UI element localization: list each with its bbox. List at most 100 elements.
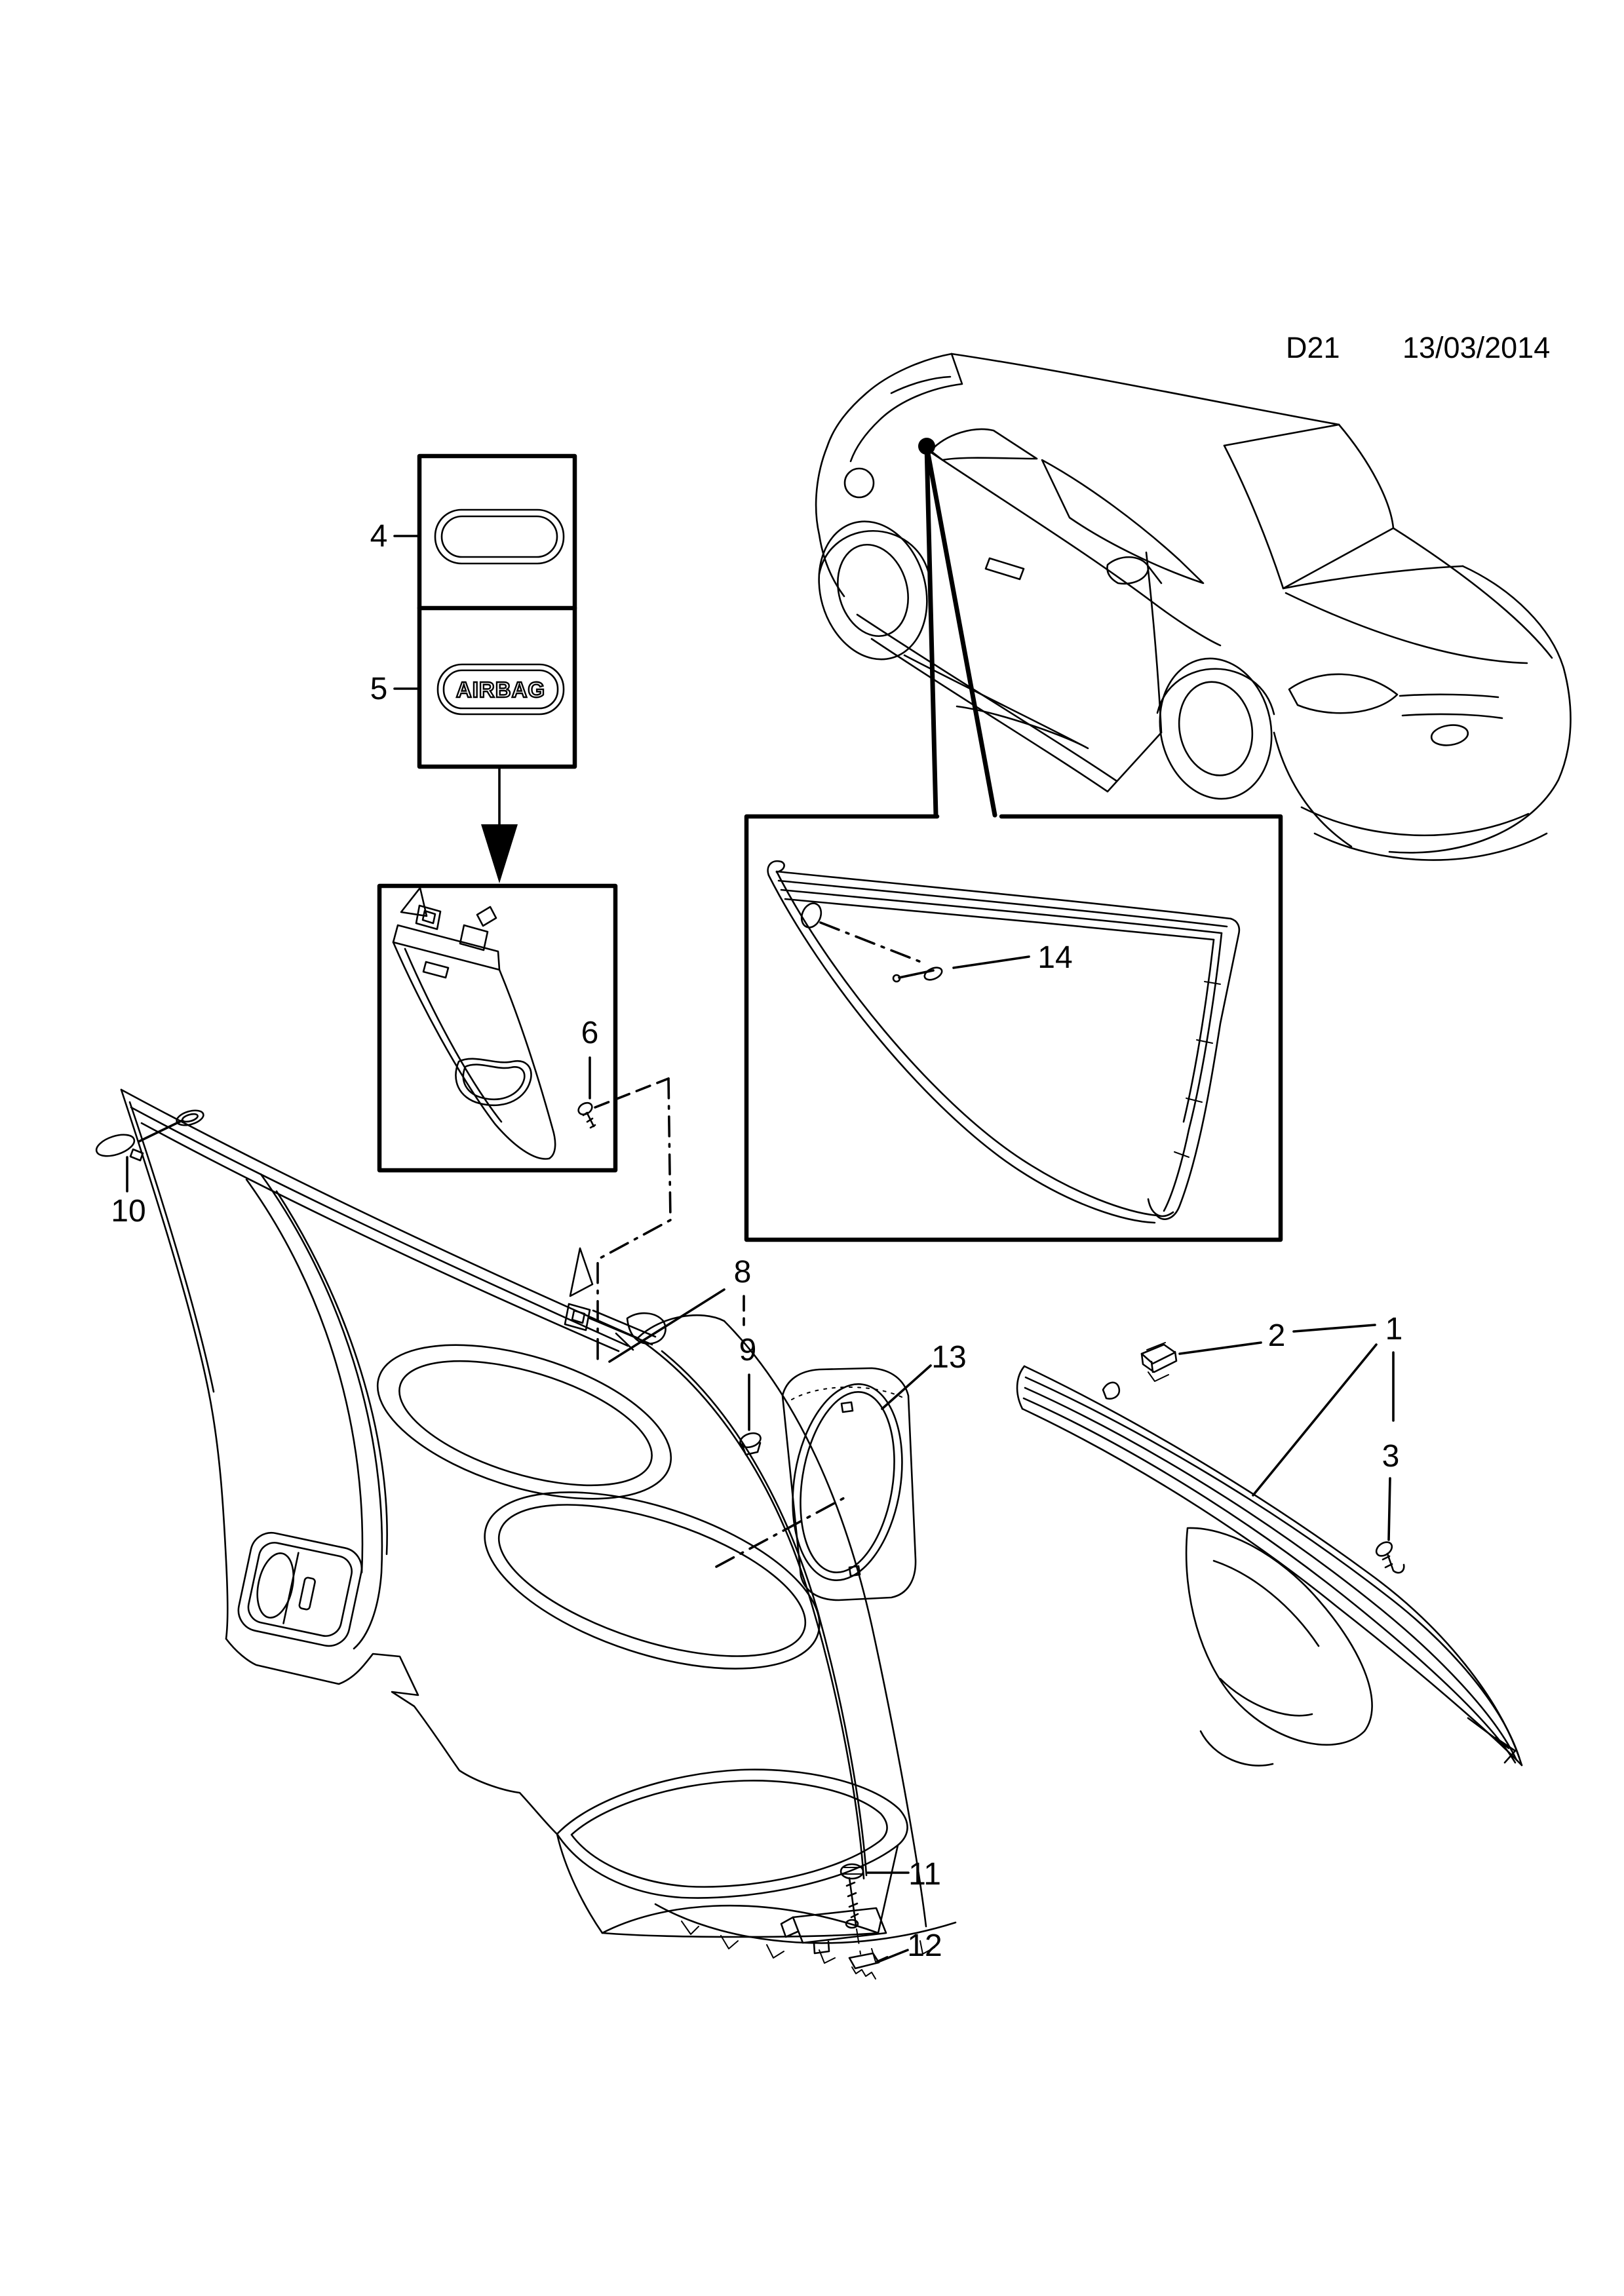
- callout-labels: 1 2 3 4 5 6 8 9 10 11 12 13 14: [111, 519, 1402, 1963]
- cap-10-tab: [129, 1148, 144, 1162]
- seal-tip-cap: [1147, 1198, 1174, 1217]
- pillar-molding-assembly: [1016, 1324, 1523, 1767]
- bin-inner-wall: [601, 1904, 880, 1934]
- car-sill-line: [856, 613, 1118, 782]
- car-hood-line-left: [1285, 592, 1528, 664]
- bin-rim-inner: [570, 1780, 888, 1888]
- car-front-lower: [1273, 731, 1353, 848]
- pillar-trim-handle-inner: [462, 1063, 526, 1100]
- screw-3-icon: [1375, 1541, 1405, 1574]
- grommet-pin: [898, 969, 935, 979]
- callout-5: 5: [370, 672, 388, 706]
- car-rear-wheel-arch: [818, 529, 931, 577]
- car-front-wheel: [1159, 657, 1273, 800]
- car-mirror: [1106, 556, 1163, 585]
- seal-top-edge-2: [777, 879, 1228, 928]
- screw-3-head: [1375, 1541, 1393, 1557]
- ring-hole-inner: [800, 1390, 895, 1574]
- callout-13: 13: [931, 1340, 966, 1375]
- callout-9: 9: [739, 1333, 757, 1368]
- pillar-trim-box: [377, 883, 672, 1368]
- callout-8: 8: [734, 1255, 752, 1290]
- seal-channel-tick-4: [1174, 1151, 1189, 1158]
- panel-tip-hole-outer: [176, 1109, 204, 1126]
- flange-teeth: [681, 1921, 935, 1964]
- car-fuel-cap: [843, 467, 875, 499]
- panel-recess-outer: [484, 1491, 821, 1670]
- handle-bezel-inner: [247, 1542, 353, 1637]
- quarter-window-box: [744, 814, 1283, 1242]
- pillar-trim-slot: [422, 961, 450, 979]
- locator-leader-left: [924, 444, 938, 818]
- car-door-cut: [1145, 551, 1163, 734]
- flange-edge: [654, 1903, 957, 1944]
- pillar-trim-left-edge: [392, 941, 551, 1160]
- bin-rim-outer: [556, 1769, 908, 1899]
- car-door-glass: [1041, 459, 1205, 584]
- pillar-trim-inner-line: [404, 947, 503, 1123]
- cap-10-body: [95, 1134, 136, 1157]
- molding-pod-foot: [1199, 1730, 1274, 1767]
- blank-label-inner: [440, 515, 558, 558]
- callout-6: 6: [581, 1016, 599, 1050]
- pillar-trim-right-edge: [498, 968, 556, 1160]
- pillar-trim-fin: [400, 887, 428, 917]
- label-specification-box: AIRBAG: [393, 453, 577, 883]
- ring-plate: [781, 1367, 917, 1601]
- molding-rib-2: [1024, 1387, 1518, 1761]
- pillar-trim-clip-a: [415, 904, 442, 930]
- screw-3-shank: [1382, 1552, 1405, 1574]
- page-header: D21 13/03/2014: [1286, 331, 1550, 364]
- pillar-trim-clip-b: [459, 906, 497, 951]
- foot-bracket-hole: [845, 1919, 859, 1929]
- blank-label-outer: [434, 508, 565, 565]
- foot-bracket-tabs: [780, 1916, 830, 1955]
- screw-11-icon: [840, 1863, 864, 1926]
- panel-recess-inner: [497, 1504, 807, 1657]
- diagram-date: 13/03/2014: [1402, 331, 1550, 364]
- ring-notch-top: [840, 1401, 854, 1413]
- car-brand-badge: [1430, 724, 1469, 746]
- cap-10-icon: [95, 1134, 144, 1162]
- pillar-trim-top-face: [392, 924, 501, 971]
- handle-slot: [298, 1577, 316, 1611]
- molding-upper-edge: [1023, 1365, 1523, 1767]
- car-quarter-glass: [929, 428, 1038, 461]
- screw-11-axis: [856, 1928, 861, 1955]
- airbag-label-outer: [436, 663, 565, 716]
- handle-bezel-outer: [237, 1531, 363, 1647]
- grommet-axis-line: [819, 921, 925, 965]
- locator-leader-right: [924, 444, 997, 818]
- seal-top-edge-4: [784, 898, 1215, 941]
- ring-13-axis: [715, 1496, 847, 1568]
- grommet-14-icon: [892, 957, 952, 983]
- callout-12-leader: [877, 1949, 909, 1963]
- molding-lower-edge: [1021, 1407, 1523, 1767]
- callout-2: 2: [1268, 1318, 1286, 1353]
- seal-top-edge-1: [775, 870, 1232, 920]
- car-front-wheel-arch: [1156, 668, 1275, 716]
- panel-handle-bezel: [237, 1531, 363, 1647]
- callout-14: 14: [1037, 940, 1072, 975]
- callout-3-tick: [1387, 1477, 1391, 1541]
- clip-2-side: [1140, 1350, 1178, 1373]
- clip-2-icon: [1140, 1342, 1178, 1382]
- molding-tab: [1102, 1381, 1121, 1400]
- car-front-wheel-rim: [1178, 681, 1254, 776]
- pillar-trim-handle-outer: [455, 1058, 532, 1107]
- screw-11-shank: [845, 1877, 859, 1926]
- panel-left-edge: [120, 1088, 229, 1640]
- car-front-outline: [1388, 565, 1572, 854]
- callout-1: 1: [1385, 1312, 1403, 1347]
- seal-channel-tick-1: [1204, 981, 1221, 985]
- airbag-label-inner: [442, 669, 559, 710]
- arrow-head: [481, 824, 518, 883]
- callout-11: 11: [908, 1857, 941, 1892]
- callout-3: 3: [1382, 1439, 1400, 1474]
- panel-top-clip: [564, 1303, 591, 1331]
- car-grille-upper: [1399, 693, 1499, 698]
- callout-14-leader: [952, 955, 1030, 969]
- seal-right-edge-mid: [1163, 932, 1223, 1212]
